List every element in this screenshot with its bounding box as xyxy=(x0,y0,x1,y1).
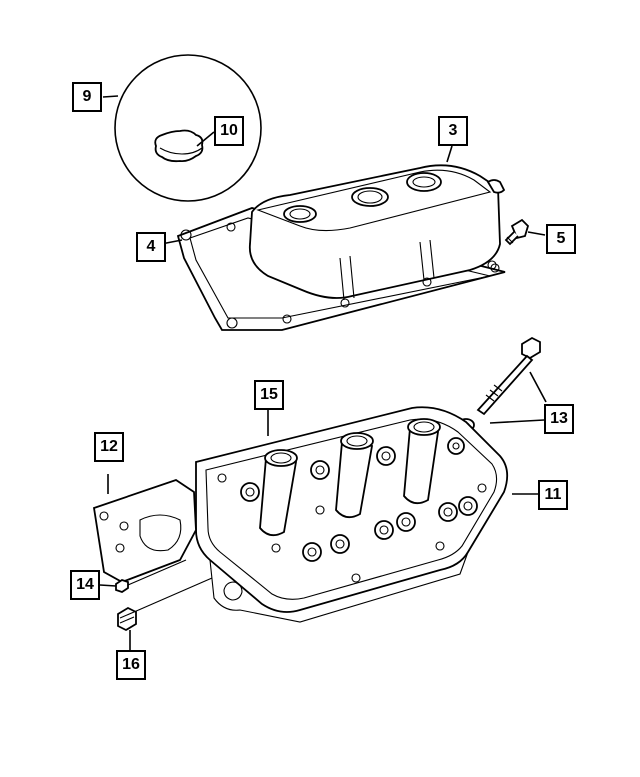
callout-4[interactable]: 4 xyxy=(136,232,166,262)
intake-gasket-part xyxy=(92,474,197,583)
callout-16[interactable]: 16 xyxy=(116,650,146,680)
oil-cap-detail-circle xyxy=(102,54,262,202)
head-bolt-part xyxy=(457,336,547,432)
callout-10[interactable]: 10 xyxy=(214,116,244,146)
valve-springs xyxy=(240,437,478,562)
cylinder-head-part xyxy=(195,406,540,623)
oil-filler-cap-part xyxy=(154,129,204,163)
callout-12[interactable]: 12 xyxy=(94,432,124,462)
callout-13[interactable]: 13 xyxy=(544,404,574,434)
cylinder-head-cover-part xyxy=(248,164,501,299)
callout-9[interactable]: 9 xyxy=(72,82,102,112)
cylinder-head-cover-assembly xyxy=(155,145,506,331)
callout-5[interactable]: 5 xyxy=(546,224,576,254)
callout-11[interactable]: 11 xyxy=(538,480,568,510)
callout-14[interactable]: 14 xyxy=(70,570,100,600)
cover-bolt-part xyxy=(504,218,546,246)
callout-15[interactable]: 15 xyxy=(254,380,284,410)
callout-3[interactable]: 3 xyxy=(438,116,468,146)
pipe-plug-part xyxy=(117,577,213,652)
dowel-pin-part xyxy=(99,559,187,593)
